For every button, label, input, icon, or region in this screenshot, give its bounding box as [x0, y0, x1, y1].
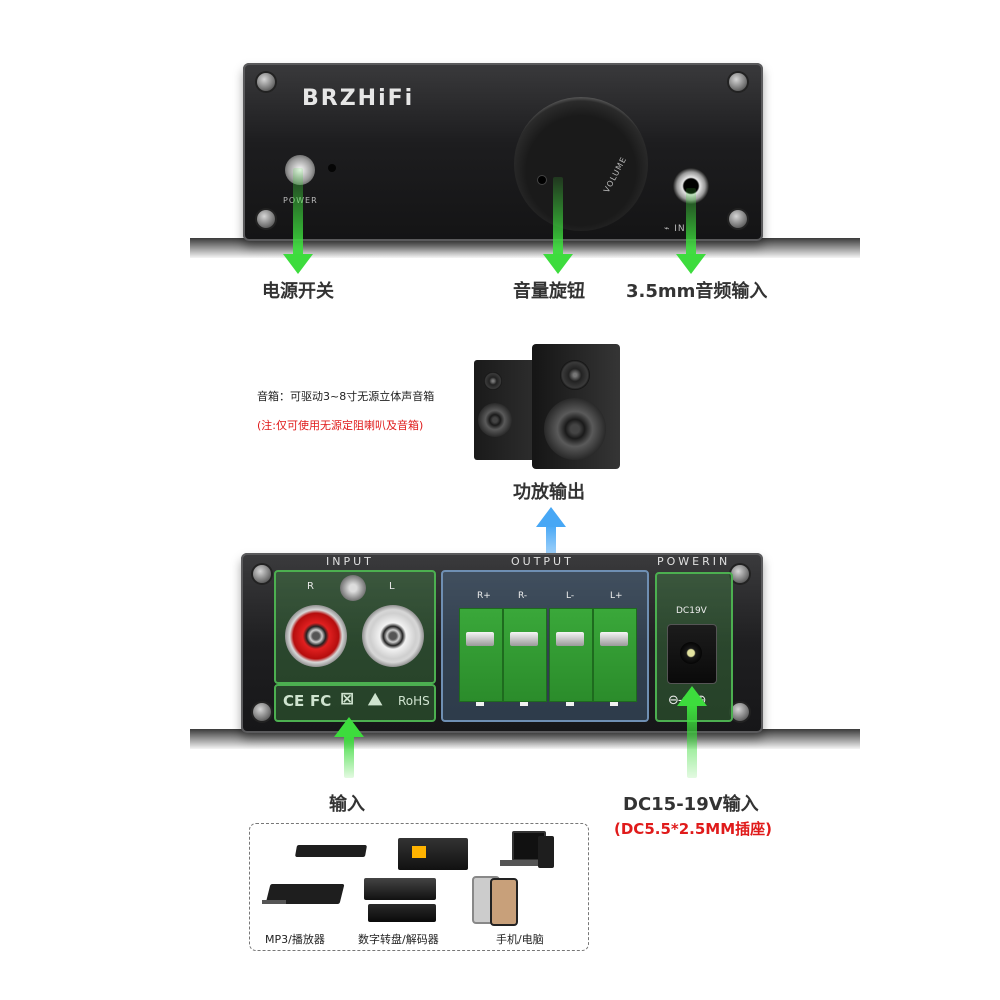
display-icon — [412, 846, 426, 858]
dc-socket-callout: (DC5.5*2.5MM插座) — [614, 820, 773, 838]
arrow-up-icon — [677, 686, 707, 706]
rca-input-left[interactable] — [362, 605, 424, 667]
terminal-slot-icon — [610, 702, 618, 706]
terminal-lever-icon — [510, 632, 538, 646]
input-section-header: INPUT — [326, 555, 374, 568]
headphone-cable-icon: ⌁ — [664, 224, 675, 234]
terminal-slot-icon — [476, 702, 484, 706]
fcc-mark-icon: FC — [310, 692, 332, 710]
power-led-icon — [328, 164, 336, 172]
decoder-icon — [364, 878, 436, 900]
speaker-terminal[interactable] — [593, 608, 637, 702]
screw-icon — [729, 210, 747, 228]
terminal-lever-icon — [466, 632, 494, 646]
amplifier-front-panel — [243, 63, 763, 241]
speaker-terminal[interactable] — [549, 608, 593, 702]
phone-icon — [490, 878, 518, 926]
ground-screw-icon — [340, 575, 366, 601]
dc-input-callout: DC15-19V输入 — [623, 794, 759, 815]
speaker-note: 音箱：可驱动3~8寸无源立体声音箱 — [257, 390, 435, 403]
rca-right-label: R — [307, 581, 314, 592]
dac-label: 数字转盘/解码器 — [358, 933, 439, 946]
terminal-slot-icon — [520, 702, 528, 706]
input-label: ⌁ IN — [664, 224, 686, 234]
digital-turntable-icon — [398, 838, 468, 870]
arrow-up-icon — [536, 507, 566, 527]
speaker-terminal[interactable] — [503, 608, 547, 702]
volume-knob-callout: 音量旋钮 — [513, 281, 585, 302]
screw-icon — [731, 703, 749, 721]
input-callout: 输入 — [329, 794, 365, 815]
arrow-down-icon — [293, 168, 303, 256]
output-section-header: OUTPUT — [511, 555, 574, 568]
ce-mark-icon: CE — [283, 692, 305, 710]
arrow-up-icon — [344, 736, 354, 778]
terminal-label: L+ — [610, 591, 623, 601]
dc-voltage-label: DC19V — [676, 606, 707, 616]
arrow-down-icon — [686, 188, 696, 256]
woofer-icon — [478, 403, 512, 437]
recycle-mark-icon: ⛰ — [368, 690, 383, 710]
audio-input-callout: 3.5mm音频输入 — [626, 281, 768, 302]
speaker-warning: (注:仅可使用无源定阻喇叭及音箱) — [257, 419, 424, 432]
terminal-label: R- — [518, 591, 528, 601]
terminal-label: L- — [566, 591, 575, 601]
terminal-lever-icon — [600, 632, 628, 646]
brand-logo: BRZHiFi — [302, 86, 415, 111]
terminal-lever-icon — [556, 632, 584, 646]
arrow-down-icon — [553, 177, 563, 256]
terminal-slot-icon — [566, 702, 574, 706]
arrow-up-icon — [687, 705, 697, 778]
rca-left-label: L — [389, 581, 395, 592]
source-devices-box — [249, 823, 589, 951]
rca-input-right[interactable] — [285, 605, 347, 667]
woofer-icon — [544, 398, 606, 460]
screw-icon — [253, 565, 271, 583]
power-section-header: POWERIN — [657, 555, 731, 568]
arrow-up-icon — [334, 717, 364, 737]
dc-pin-icon — [680, 642, 702, 664]
decoder-icon — [368, 904, 436, 922]
keyboard-icon — [500, 860, 544, 866]
volume-knob[interactable] — [514, 97, 648, 231]
tweeter-icon — [484, 372, 502, 390]
screw-icon — [729, 73, 747, 91]
rohs-mark: RoHS — [398, 694, 430, 708]
mp3-player-label: MP3/播放器 — [265, 933, 325, 946]
power-switch-callout: 电源开关 — [262, 281, 334, 302]
speaker-terminal[interactable] — [459, 608, 503, 702]
arrow-down-icon — [283, 254, 313, 274]
disc-tray-icon — [262, 900, 286, 904]
screw-icon — [731, 565, 749, 583]
terminal-label: R+ — [477, 591, 491, 601]
pc-tower-icon — [538, 836, 554, 868]
arrow-down-icon — [543, 254, 573, 274]
weee-bin-icon: ⊠ — [340, 689, 355, 709]
knob-indicator-icon — [538, 176, 546, 184]
screw-icon — [253, 703, 271, 721]
arrow-up-icon — [546, 525, 556, 580]
speaker-output-callout: 功放输出 — [513, 482, 585, 503]
screw-icon — [257, 73, 275, 91]
arrow-down-icon — [676, 254, 706, 274]
tweeter-icon — [560, 360, 590, 390]
media-player-icon — [294, 845, 368, 857]
phone-pc-label: 手机/电脑 — [496, 933, 544, 946]
screw-icon — [257, 210, 275, 228]
